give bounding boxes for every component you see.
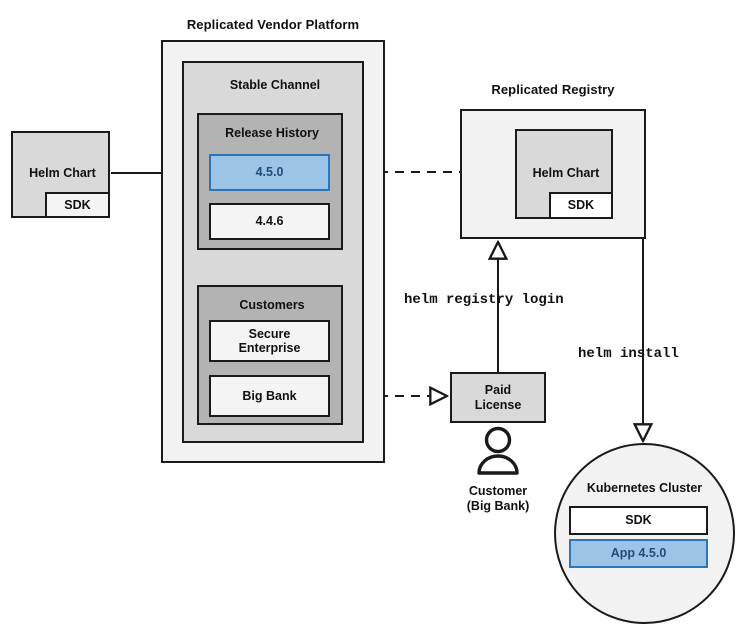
customer-person-icon [477, 426, 519, 475]
release-item-4-4-6[interactable]: 4.4.6 [209, 203, 330, 240]
customer-item-big-bank[interactable]: Big Bank [209, 375, 330, 417]
stable-channel-title: Stable Channel [229, 78, 321, 92]
release-item-4-5-0[interactable]: 4.5.0 [209, 154, 330, 191]
release-history-title: Release History [225, 126, 319, 140]
vendor-platform-title: Replicated Vendor Platform [186, 17, 360, 32]
cluster-item-sdk[interactable]: SDK [569, 506, 708, 535]
registry-helm-chart-label: Helm Chart [532, 166, 600, 180]
cluster-item-app[interactable]: App 4.5.0 [569, 539, 708, 568]
source-sdk-box: SDK [45, 192, 110, 218]
registry-title: Replicated Registry [491, 82, 615, 97]
registry-sdk-box: SDK [549, 192, 613, 219]
kubernetes-cluster-title: Kubernetes Cluster [586, 481, 703, 495]
helm-registry-login-label: helm registry login [404, 292, 564, 308]
helm-install-label: helm install [578, 346, 679, 362]
customer-actor-label: Customer (Big Bank) [466, 484, 530, 513]
customers-title: Customers [239, 298, 305, 312]
source-helm-chart-label: Helm Chart [29, 166, 96, 180]
paid-license-box[interactable]: Paid License [450, 372, 546, 423]
customer-item-secure-enterprise[interactable]: Secure Enterprise [209, 320, 330, 362]
